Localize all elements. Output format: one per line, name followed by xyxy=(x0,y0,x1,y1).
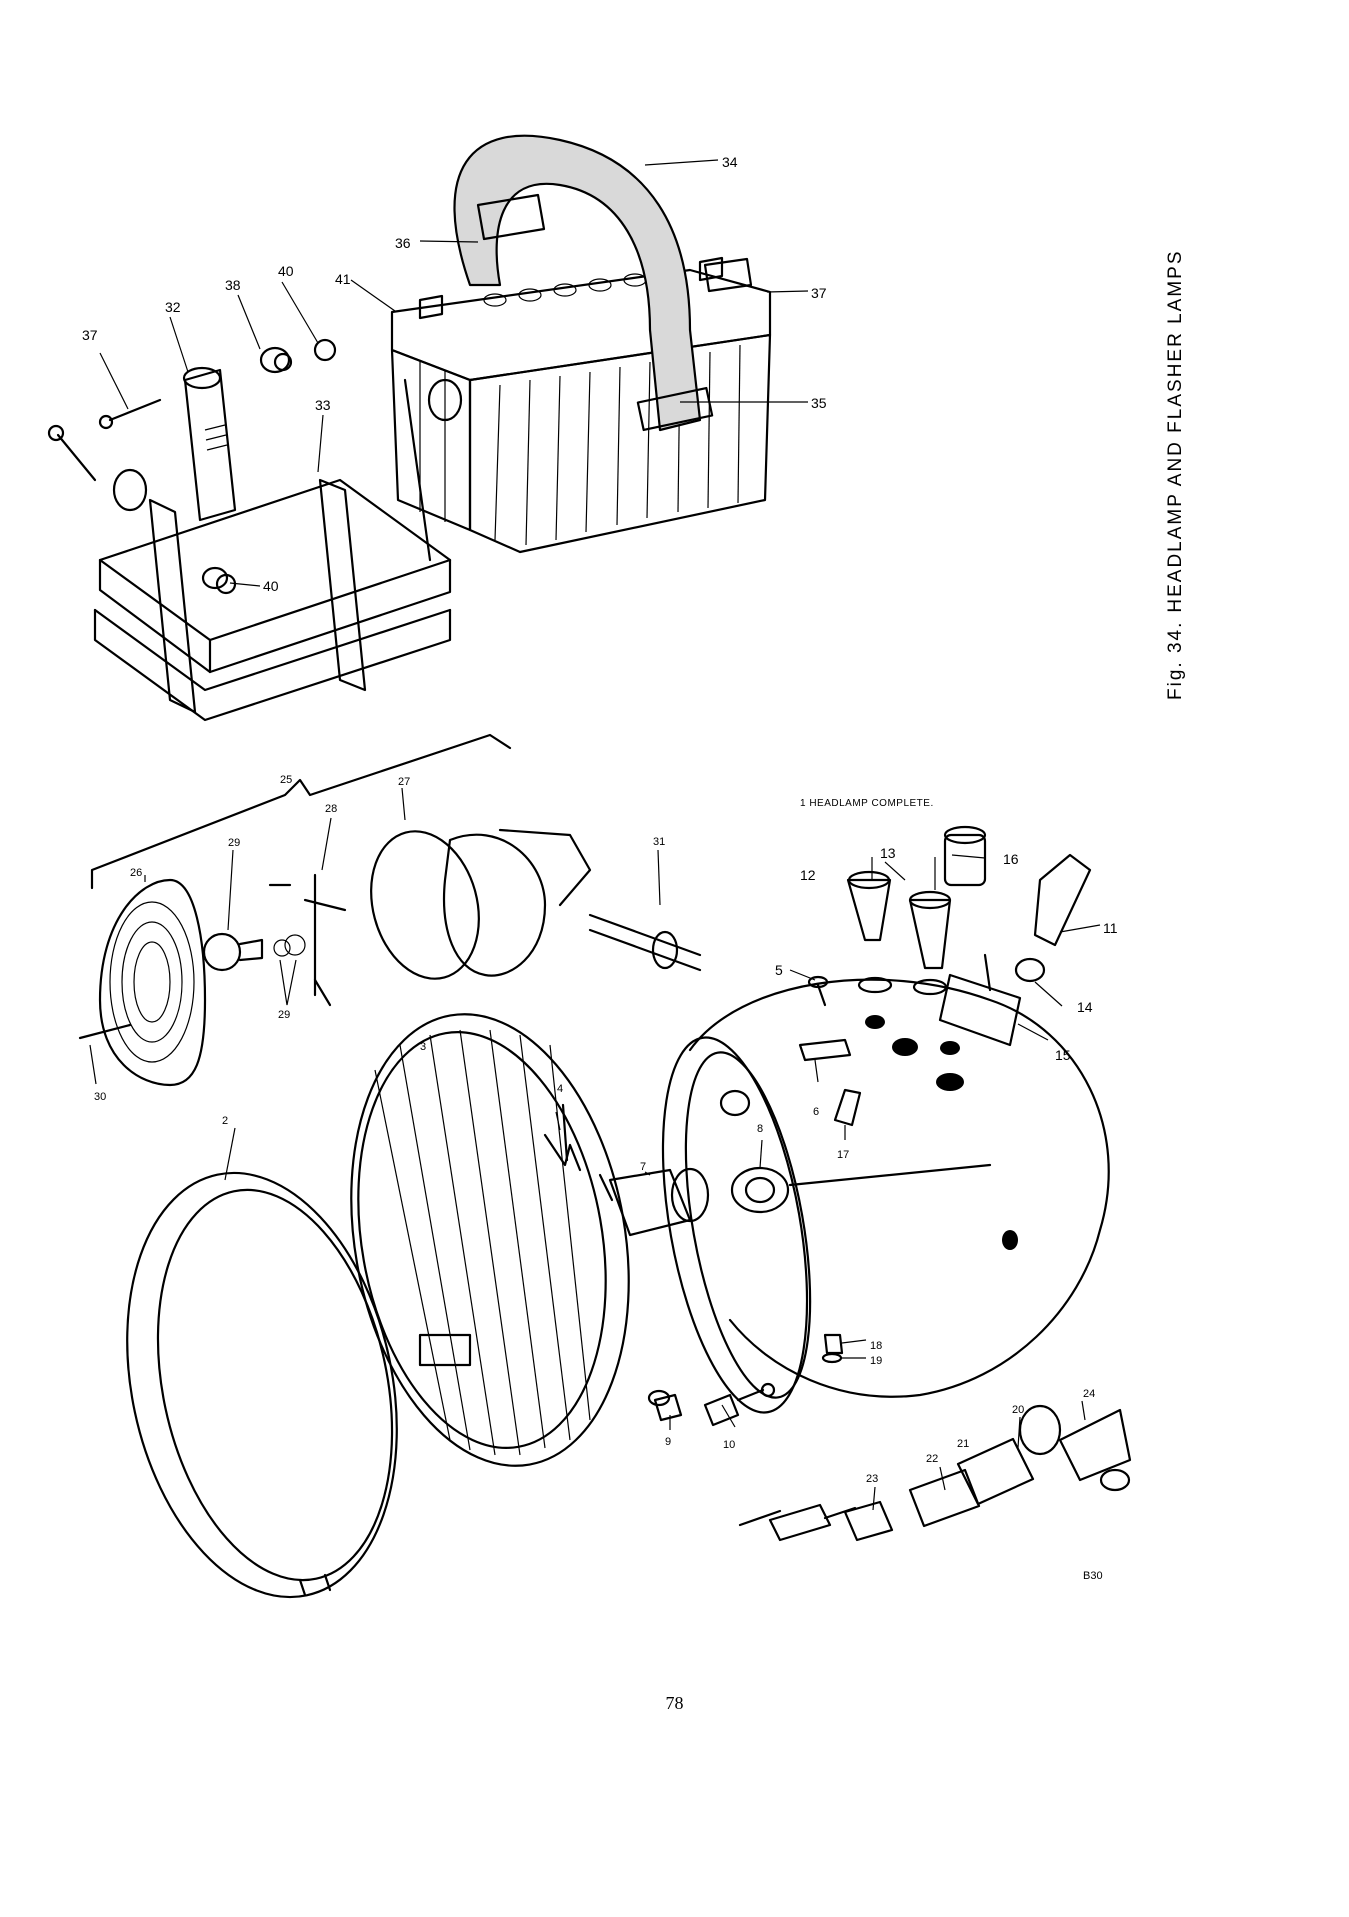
callout-13: 13 xyxy=(880,845,896,861)
callout-17: 17 xyxy=(837,1149,849,1161)
figure-number: Fig. 34. xyxy=(1165,620,1186,700)
callout-40: 40 xyxy=(263,578,279,594)
clamp-bar xyxy=(182,366,237,522)
callout-37: 37 xyxy=(811,285,827,301)
headlamp-complete-note: 1 HEADLAMP COMPLETE. xyxy=(800,798,934,809)
drawing-code: B30 xyxy=(1083,1570,1103,1582)
callout-11: 11 xyxy=(1103,920,1118,936)
callout-22: 22 xyxy=(926,1453,938,1465)
callout-23: 23 xyxy=(866,1473,878,1485)
page-number: 78 xyxy=(665,1693,684,1713)
switch-parts xyxy=(807,825,1092,1047)
callout-3: 3 xyxy=(420,1041,426,1053)
figure-caption: Fig. 34. HEADLAMP AND FLASHER LAMPS xyxy=(1165,241,1187,700)
headlamp-rim xyxy=(126,1171,398,1599)
callout-36: 35 xyxy=(811,395,827,411)
callout-16: 16 xyxy=(1003,851,1019,867)
callout-27: 27 xyxy=(398,776,410,788)
small-bulbs xyxy=(647,1333,844,1427)
callout-30: 29 xyxy=(228,837,240,849)
callout-12: 12 xyxy=(800,867,816,883)
callout-40: 40 xyxy=(278,263,294,279)
callout-25: 25 xyxy=(280,774,292,786)
bolts-and-washers xyxy=(47,338,337,482)
callout-14: 14 xyxy=(1077,999,1093,1015)
callout-35: 34 xyxy=(722,154,738,170)
battery-tray xyxy=(93,378,463,722)
battery-strap xyxy=(453,134,753,432)
callout-labels: 34 36 37 35 41 40 38 32 37 33 40 25 27 2… xyxy=(82,154,1118,1485)
callout-6: 6 xyxy=(813,1106,819,1118)
callout-24: 24 xyxy=(1083,1388,1095,1400)
callout-9: 9 xyxy=(665,1436,671,1448)
callout-5: 5 xyxy=(775,962,783,978)
callout-33: 32 xyxy=(165,299,181,315)
callout-28: 28 xyxy=(325,803,337,815)
callout-18: 18 xyxy=(870,1340,882,1352)
callout-29: 29 xyxy=(278,1009,290,1021)
callout-34: 33 xyxy=(315,397,331,413)
callout-21: 21 xyxy=(957,1438,969,1450)
figure-title: HEADLAMP AND FLASHER LAMPS xyxy=(1165,249,1186,613)
ignition-switch xyxy=(738,1404,1132,1542)
leader-lines xyxy=(89,159,1101,1511)
callout-31: 30 xyxy=(94,1091,106,1103)
light-unit xyxy=(350,1013,710,1467)
callout-15: 15 xyxy=(1055,1047,1071,1063)
callout-19: 19 xyxy=(870,1355,882,1367)
callout-37: 36 xyxy=(395,235,411,251)
callout-38: 37 xyxy=(82,327,98,343)
flasher-lamp xyxy=(78,733,702,1087)
callout-26: 26 xyxy=(130,867,142,879)
callout-41: 41 xyxy=(335,271,351,287)
callout-7: 7 xyxy=(640,1161,646,1173)
callout-10: 10 xyxy=(723,1439,735,1451)
callout-2: 2 xyxy=(222,1115,228,1127)
callout-39: 38 xyxy=(225,277,241,293)
callout-8: 8 xyxy=(757,1123,763,1135)
callout-4: 4 xyxy=(557,1083,563,1095)
callout-20: 20 xyxy=(1012,1404,1024,1416)
battery xyxy=(390,256,772,554)
callout-32: 31 xyxy=(653,836,665,848)
